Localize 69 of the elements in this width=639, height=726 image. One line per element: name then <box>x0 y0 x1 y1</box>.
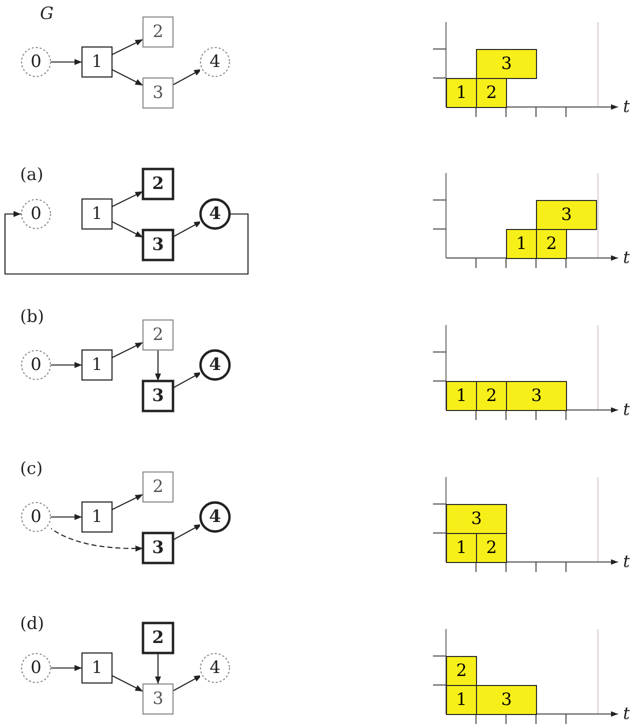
arrow <box>51 664 82 672</box>
arrow <box>51 58 82 66</box>
panel-label: (a) <box>20 165 44 185</box>
arrow <box>51 362 82 368</box>
panel-label: (b) <box>20 307 44 327</box>
task-bar: 3 <box>446 504 507 534</box>
arrow <box>112 342 144 358</box>
state-circle: 4 <box>200 350 230 380</box>
task-bar: 3 <box>536 200 597 230</box>
task-box: 3 <box>143 381 173 411</box>
task-bar: 2 <box>536 229 567 259</box>
task-bar: 1 <box>506 229 537 259</box>
arrow <box>51 514 82 520</box>
state-circle: 0 <box>21 502 51 532</box>
task-box: 2 <box>143 320 173 350</box>
task-bar: 1 <box>446 685 477 715</box>
arrow <box>112 221 144 238</box>
arrow <box>172 68 202 86</box>
state-circle: 4 <box>200 199 230 229</box>
task-box: 2 <box>143 169 173 199</box>
arrow <box>172 220 202 238</box>
axis-label: t <box>623 400 630 420</box>
state-circle: 4 <box>200 653 230 683</box>
arrow <box>154 350 162 381</box>
arrow <box>112 675 144 692</box>
task-bar: 1 <box>446 381 477 411</box>
arrow <box>154 653 162 684</box>
task-bar: 2 <box>476 78 507 108</box>
task-bar: 1 <box>446 533 477 563</box>
task-box: 3 <box>143 533 173 563</box>
panel-label: (d) <box>20 614 44 634</box>
task-box: 2 <box>143 472 173 502</box>
state-circle: 0 <box>21 653 51 683</box>
panel-label: G <box>40 4 54 24</box>
task-box: 1 <box>82 47 112 77</box>
task-bar: 2 <box>476 381 507 411</box>
axis-label: t <box>623 552 630 572</box>
panel-label: (c) <box>20 459 43 479</box>
state-circle: 4 <box>200 502 230 532</box>
task-bar: 3 <box>476 49 537 79</box>
task-box: 2 <box>143 623 173 653</box>
task-box: 3 <box>143 230 173 260</box>
task-bar: 1 <box>446 78 477 108</box>
arrow <box>112 190 144 208</box>
state-circle: 0 <box>21 199 51 229</box>
arrow <box>112 494 144 510</box>
task-bar: 2 <box>446 656 477 686</box>
state-circle: 0 <box>21 350 51 380</box>
task-bar: 3 <box>476 685 537 715</box>
arrow <box>4 210 249 275</box>
arrow <box>172 674 202 692</box>
axis-label: t <box>623 97 630 117</box>
arrow <box>172 372 202 388</box>
task-bar: 2 <box>476 533 507 563</box>
task-box: 2 <box>143 17 173 47</box>
state-circle: 4 <box>200 47 230 77</box>
task-bar: 3 <box>506 381 567 411</box>
axis-label: t <box>623 704 630 724</box>
arrow <box>112 69 144 86</box>
state-circle: 0 <box>21 47 51 77</box>
task-box: 3 <box>143 684 173 714</box>
task-box: 1 <box>82 502 112 532</box>
arrow <box>112 38 144 56</box>
task-box: 3 <box>143 78 173 108</box>
task-box: 1 <box>82 653 112 683</box>
arrow <box>172 524 202 540</box>
axis-label: t <box>623 248 630 268</box>
task-box: 1 <box>82 350 112 380</box>
task-box: 1 <box>82 199 112 229</box>
